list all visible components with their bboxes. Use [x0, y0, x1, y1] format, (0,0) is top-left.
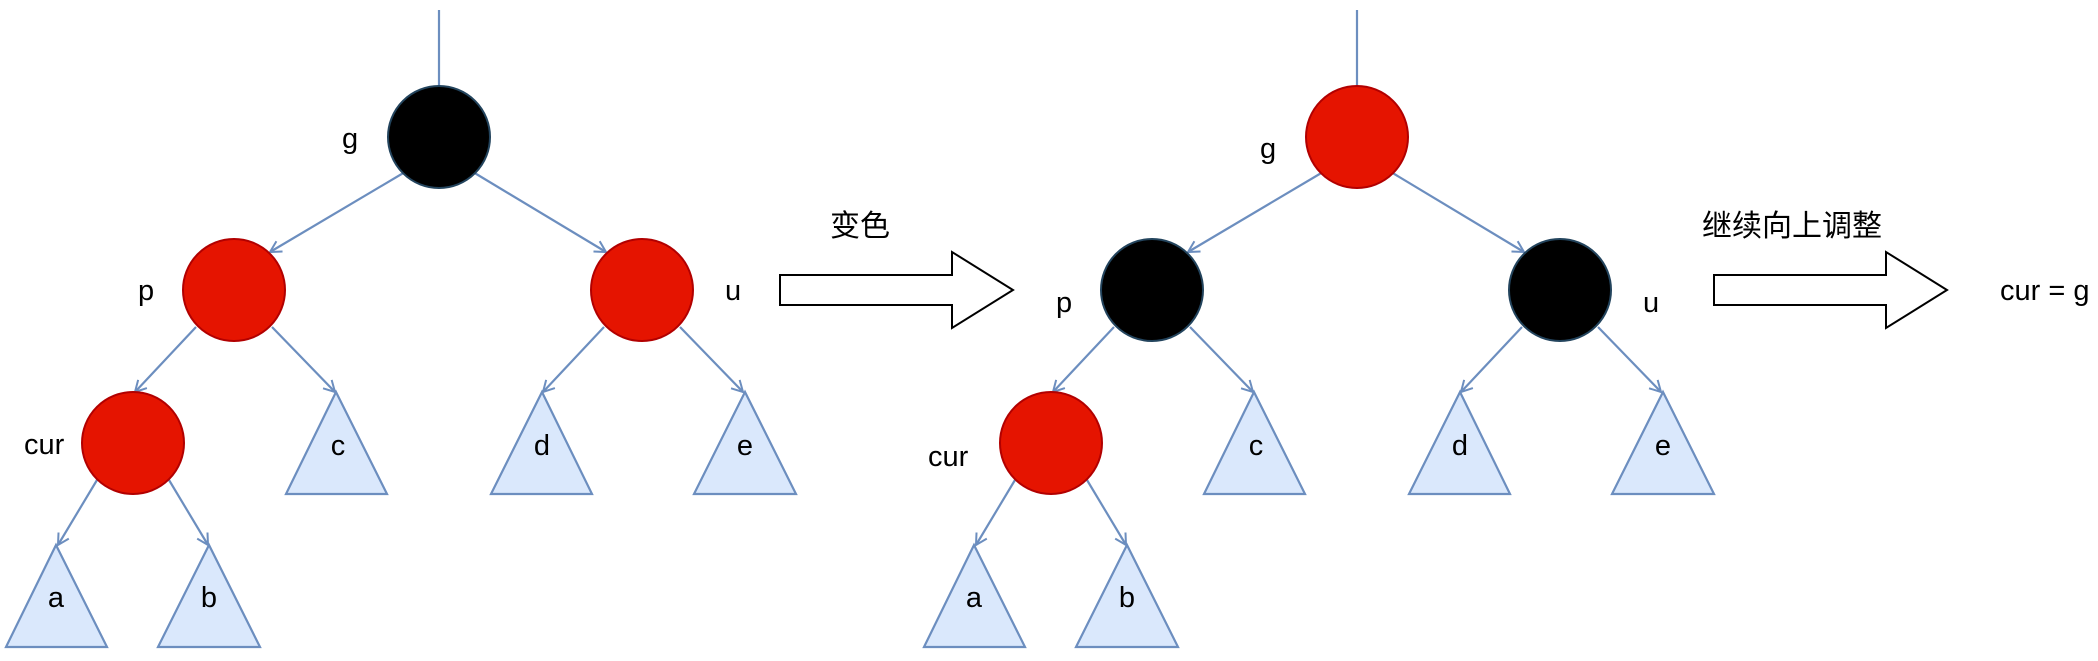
edge-p-c	[271, 326, 335, 392]
edge-cur-a	[58, 479, 98, 545]
label-subtree-d: d	[534, 430, 550, 462]
edge-g-u	[472, 171, 606, 252]
edge-g-p	[1188, 171, 1324, 252]
edge-cur-a	[976, 479, 1016, 545]
node-cur-red	[999, 391, 1103, 495]
right-arrow-icon	[779, 250, 1015, 330]
label-p: p	[138, 275, 154, 307]
node-cur-red	[81, 391, 185, 495]
edge-g-u	[1390, 171, 1524, 252]
label-subtree-e: e	[737, 430, 753, 462]
subtree-a	[4, 542, 109, 649]
edge-cur-b	[168, 479, 208, 545]
node-p-black	[1100, 238, 1204, 342]
edge-u-d	[1461, 326, 1523, 392]
node-p-red	[182, 238, 286, 342]
label-subtree-b: b	[201, 582, 217, 614]
edge-u-e	[1597, 326, 1661, 392]
edge-cur-b	[1086, 479, 1126, 545]
edge-u-e	[679, 326, 743, 392]
subtree-e	[1610, 389, 1716, 496]
label-subtree-a: a	[966, 582, 983, 614]
subtree-b	[156, 542, 262, 649]
edge-u-d	[543, 326, 605, 392]
label-subtree-c: c	[331, 430, 346, 462]
label-subtree-d: d	[1452, 430, 1468, 462]
caption-continue-up: 继续向上调整	[1702, 209, 1882, 244]
label-subtree-c: c	[1249, 430, 1264, 462]
node-u-black	[1508, 238, 1612, 342]
label-cur: cur	[24, 429, 65, 461]
tree-after: g p u cur a b c d e	[922, 10, 1716, 649]
edge-p-c	[1189, 326, 1253, 392]
node-u-red	[590, 238, 694, 342]
transition-recolor: 变色	[779, 209, 1015, 330]
caption-recolor: 变色	[830, 209, 890, 244]
node-g-black	[387, 85, 491, 189]
label-subtree-b: b	[1119, 582, 1135, 614]
label-p: p	[1056, 287, 1072, 319]
transition-continue-up: 继续向上调整	[1702, 209, 1949, 330]
label-subtree-e: e	[1655, 430, 1671, 462]
label-u: u	[1643, 287, 1659, 319]
subtree-b	[1074, 542, 1180, 649]
subtree-d	[1407, 389, 1512, 496]
label-subtree-a: a	[48, 582, 65, 614]
result-cur-equals-g: cur = g	[2000, 275, 2089, 307]
edge-p-cur	[1053, 326, 1115, 392]
subtree-e	[692, 389, 798, 496]
label-g: g	[1260, 133, 1276, 165]
subtree-c	[284, 389, 389, 496]
label-cur: cur	[928, 441, 969, 473]
label-g: g	[342, 123, 358, 155]
right-arrow-icon	[1713, 250, 1949, 330]
subtree-d	[489, 389, 594, 496]
subtree-c	[1202, 389, 1307, 496]
subtree-a	[922, 542, 1027, 649]
edge-g-p	[270, 171, 406, 252]
node-g-red	[1305, 85, 1409, 189]
edge-p-cur	[135, 326, 197, 392]
label-u: u	[725, 275, 741, 307]
tree-before: g p u cur a b c d e	[4, 10, 798, 649]
